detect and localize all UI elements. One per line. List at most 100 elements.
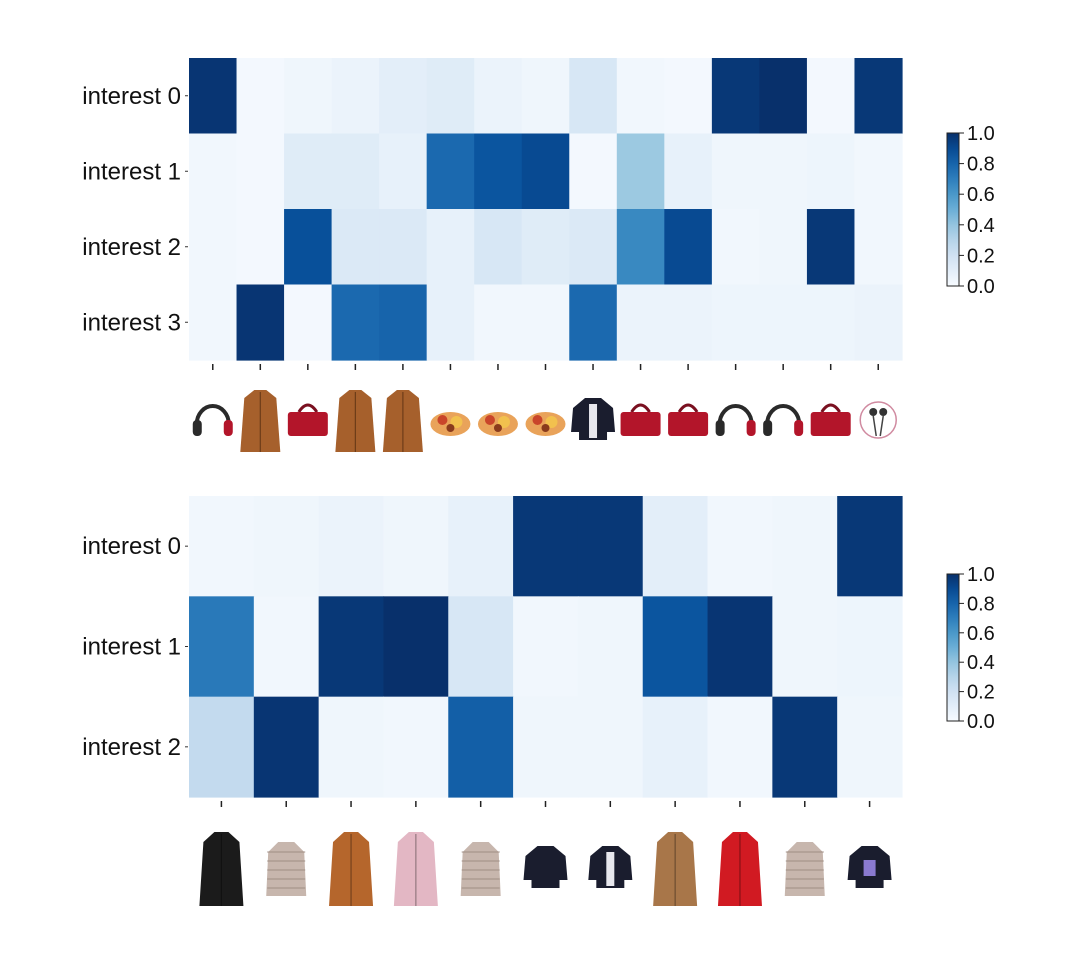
heatmap-cell xyxy=(189,496,255,597)
heatmap-cell xyxy=(513,496,579,597)
heatmap-cell xyxy=(189,596,255,698)
heatmap-cell xyxy=(331,284,380,361)
heatmap-cell xyxy=(284,284,333,361)
heatmap-cell xyxy=(426,284,475,361)
heatmap-cell xyxy=(513,596,579,698)
heatmap-cell xyxy=(426,133,475,210)
heatmap-cell xyxy=(837,696,903,798)
heatmap-cell xyxy=(189,209,238,286)
colorbar-tick-label: 0.4 xyxy=(967,215,995,237)
heatmap-cell xyxy=(642,496,709,597)
heatmap-cell xyxy=(236,209,285,286)
heatmap-cell xyxy=(642,696,709,798)
colorbar-tick-label: 1.0 xyxy=(967,123,995,145)
heatmap-cell xyxy=(711,133,760,210)
handbag-icon xyxy=(287,403,328,436)
jacket-icon xyxy=(588,846,633,888)
heatmap-cell xyxy=(664,133,713,210)
heatmap-cell xyxy=(569,284,618,361)
heatmap-cell xyxy=(616,209,665,286)
row-label: interest 0 xyxy=(82,533,181,560)
heatmap-cell xyxy=(854,284,903,361)
colorbar-tick-label: 0.2 xyxy=(967,682,995,704)
coat-icon xyxy=(393,832,438,906)
heatmap-cell xyxy=(379,284,428,361)
coat-icon xyxy=(199,832,244,906)
heatmap-cell xyxy=(521,284,570,361)
heatmap-cell xyxy=(759,284,808,361)
heatmap-cell xyxy=(806,209,856,286)
heatmap-cell xyxy=(642,596,709,698)
heatmap-cell xyxy=(837,496,903,597)
sweater-icon xyxy=(523,846,568,888)
colorbar-tick-label: 0.6 xyxy=(967,184,995,206)
heatmap-cell xyxy=(772,496,838,597)
row-label: interest 0 xyxy=(82,83,181,110)
colorbar-tick-label: 1.0 xyxy=(967,564,995,586)
heatmap-cell xyxy=(521,58,570,135)
heatmap-cell xyxy=(707,496,773,597)
heatmap-cell xyxy=(772,596,838,698)
heatmap-cell xyxy=(616,133,665,210)
heatmap-cell xyxy=(236,133,285,210)
heatmap-cell xyxy=(189,284,238,361)
snack-icon xyxy=(525,412,566,436)
row-label: interest 1 xyxy=(82,158,181,185)
heatmap-cell xyxy=(616,284,665,361)
heatmap-cell xyxy=(569,133,618,210)
heatmap-cell xyxy=(189,58,238,135)
heatmap-cell xyxy=(854,133,903,210)
colorbar xyxy=(946,573,960,722)
heatmap-cell xyxy=(759,209,808,286)
heatmap-cell xyxy=(513,696,579,798)
jacket-icon xyxy=(571,398,616,440)
heatmap-cell xyxy=(806,58,856,135)
coat-icon xyxy=(329,832,374,906)
colorbar-tick-label: 0.8 xyxy=(967,593,995,615)
row-label: interest 2 xyxy=(82,234,181,261)
heatmap-cell xyxy=(284,209,333,286)
heatmap-cell xyxy=(383,596,449,698)
heatmap-cell xyxy=(577,596,644,698)
heatmap-cell xyxy=(772,696,838,798)
colorbar-tick-label: 0.0 xyxy=(967,276,995,298)
heatmap-cell xyxy=(806,133,856,210)
row-label: interest 2 xyxy=(82,734,181,761)
heatmap-cell xyxy=(253,596,320,698)
heatmap-cell xyxy=(521,133,570,210)
heatmap-cell xyxy=(331,209,380,286)
coat-icon xyxy=(653,832,698,906)
heatmap-cell xyxy=(474,284,523,361)
heatmap-cell xyxy=(448,496,514,597)
heatmap-cell xyxy=(707,696,773,798)
heatmap-cell xyxy=(474,58,523,135)
heatmap-cell xyxy=(383,496,449,597)
heatmap-cell xyxy=(759,58,808,135)
heatmap-cell xyxy=(253,696,320,798)
heatmap-cell xyxy=(474,133,523,210)
heatmap-cell xyxy=(711,209,760,286)
down-jacket-icon xyxy=(784,842,825,896)
colorbar-tick-label: 0.8 xyxy=(967,154,995,176)
heatmap-cell xyxy=(837,596,903,698)
heatmap-cell xyxy=(379,133,428,210)
heatmap-cell xyxy=(331,58,380,135)
heatmap-cell xyxy=(318,596,385,698)
coat-icon xyxy=(335,390,376,452)
row-label: interest 1 xyxy=(82,634,181,661)
colorbar-tick-label: 0.2 xyxy=(967,245,995,267)
heatmap-cell xyxy=(383,696,449,798)
handbag-icon xyxy=(620,403,661,436)
heatmap-cell xyxy=(448,696,514,798)
colorbar-tick-label: 0.4 xyxy=(967,652,995,674)
coat-icon xyxy=(382,390,423,452)
earphones-icon xyxy=(859,401,897,439)
snack-icon xyxy=(430,412,471,436)
handbag-icon xyxy=(810,403,851,436)
colorbar-tick-label: 0.0 xyxy=(967,711,995,733)
heatmap-cell xyxy=(664,58,713,135)
heatmap-cell xyxy=(318,496,385,597)
down-jacket-icon xyxy=(266,842,307,896)
heatmap-cell xyxy=(236,284,285,361)
